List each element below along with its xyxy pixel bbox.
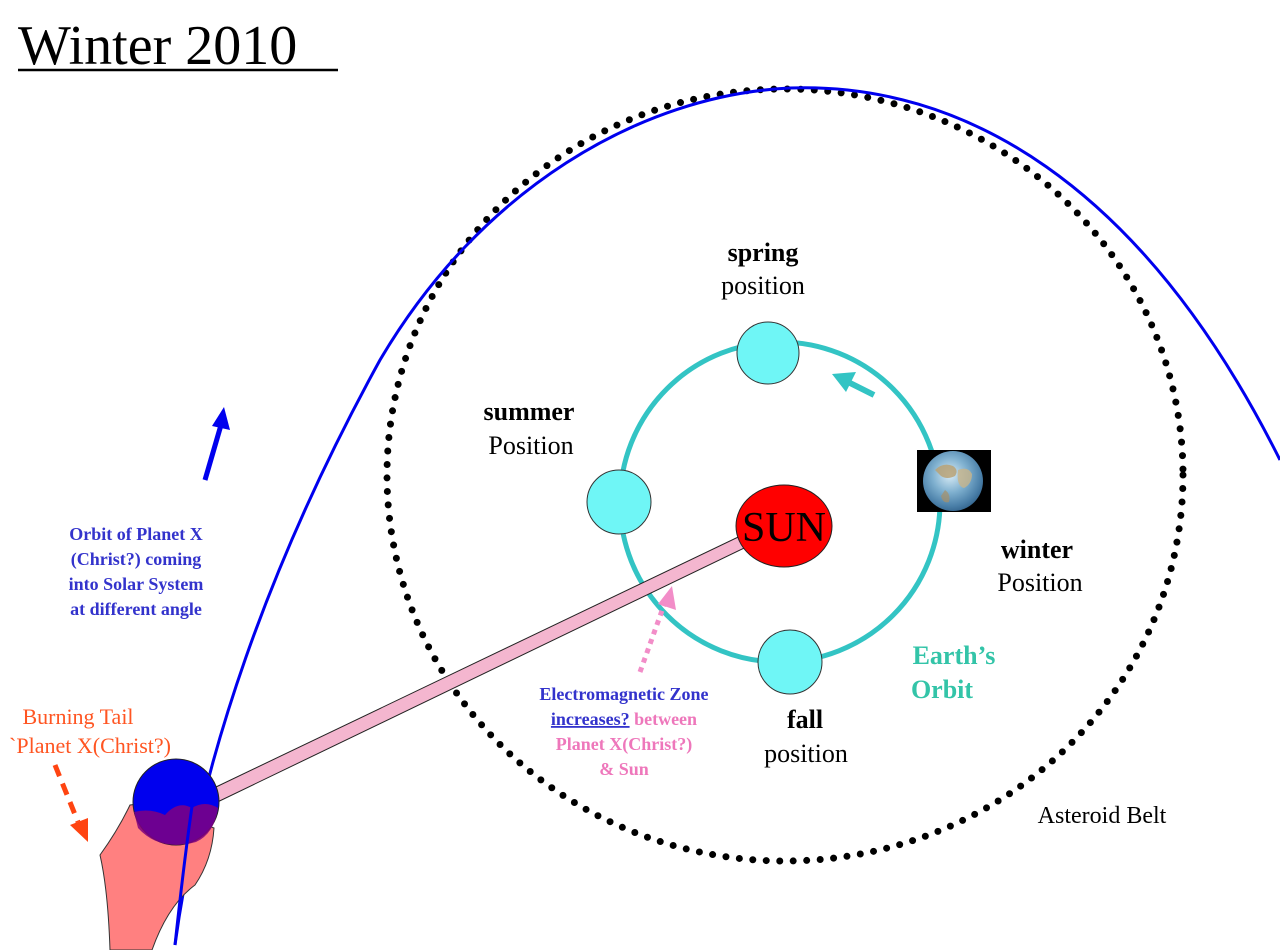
burning-tail-label: Burning Tail (22, 704, 133, 729)
dashed-arrow-icon (52, 764, 88, 842)
planet-x-orbit-label-4: at different angle (70, 599, 202, 619)
summer-earth-position (586, 469, 652, 535)
em-zone-underlined: increases? (551, 709, 630, 729)
planet-x-orbit (173, 86, 1280, 946)
planet-x-tail-overlap (134, 804, 218, 845)
fall-earth-position (757, 629, 823, 695)
em-zone-label-3: Planet X(Christ?) (556, 734, 692, 755)
fall-label: fall (787, 705, 823, 734)
arrow-icon (832, 372, 876, 398)
summer-label: summer (484, 397, 575, 426)
planet-x-orbit-label-3: into Solar System (69, 574, 204, 594)
earth-orbit-sublabel: Orbit (911, 675, 973, 704)
burning-tail-sublabel: `Planet X(Christ?) (9, 733, 171, 758)
summer-sublabel: Position (488, 431, 573, 460)
earth-globe-icon (917, 450, 991, 512)
winter-sublabel: Position (997, 568, 1082, 597)
planet-x-orbit-label-1: Orbit of Planet X (69, 524, 202, 544)
arrow-icon (202, 407, 230, 481)
dotted-arrow-icon (637, 586, 676, 673)
spring-sublabel: position (721, 271, 805, 300)
em-zone-label-2: increases? between (551, 709, 697, 729)
page-title: Winter 2010 (18, 15, 297, 77)
spring-label: spring (728, 238, 799, 267)
fall-sublabel: position (764, 739, 848, 768)
spring-earth-position (736, 321, 800, 385)
planet-x-orbit-segment (173, 779, 198, 946)
asteroid-belt-label: Asteroid Belt (1038, 803, 1167, 829)
sun-label: SUN (742, 505, 826, 551)
earth-orbit-label: Earth’s (913, 641, 996, 670)
em-zone-between: between (630, 709, 697, 729)
em-zone-label-1: Electromagnetic Zone (539, 684, 708, 704)
em-zone-label-4: & Sun (599, 759, 649, 779)
winter-label: winter (1001, 535, 1073, 564)
sun (735, 484, 833, 568)
planet-x-orbit-label-2: (Christ?) coming (71, 549, 201, 570)
